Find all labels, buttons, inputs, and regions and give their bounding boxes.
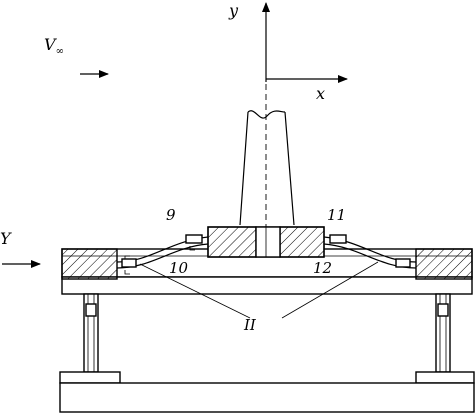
center-block-right-half: [279, 226, 325, 258]
right-support-block: [415, 248, 473, 280]
leader-line-left: [139, 263, 251, 319]
label-II: II: [243, 316, 257, 334]
center-block-left-half: [207, 226, 257, 258]
center-block-slot: [255, 226, 281, 258]
label-9: 9: [166, 206, 176, 224]
right-gauge-12: [395, 258, 411, 268]
left-strain-gauges: [124, 235, 195, 275]
strut-break-line: [247, 110, 286, 119]
model-strut: [239, 111, 295, 226]
velocity-label: V∞: [44, 35, 64, 57]
label-12: 12: [313, 259, 332, 277]
base-plate: [59, 382, 475, 413]
right-base-pad: [415, 371, 475, 384]
leader-line-right: [281, 261, 379, 319]
right-gauge-11: [329, 234, 347, 244]
left-column-gauge: [85, 303, 97, 317]
right-column-gauge: [437, 303, 449, 317]
left-support-block: [61, 248, 118, 280]
label-10: 10: [169, 259, 189, 277]
x-axis-label: x: [316, 84, 325, 103]
y-axis-label: y: [228, 1, 239, 20]
left-gauge-9: [185, 234, 203, 244]
left-gauge-10: [121, 258, 137, 268]
upper-beam-bottom-plate: [61, 276, 473, 295]
force-label: Y: [0, 229, 12, 248]
label-11: 11: [327, 206, 346, 224]
left-base-pad: [59, 371, 121, 384]
